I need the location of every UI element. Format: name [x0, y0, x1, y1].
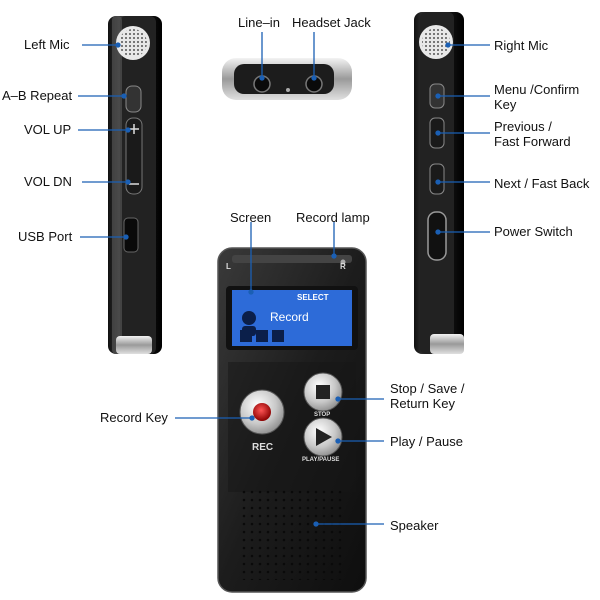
left-side-device — [108, 16, 162, 354]
left-marker: L — [226, 262, 231, 271]
rec-button-label: REC — [252, 442, 274, 453]
top-view-device — [222, 58, 352, 100]
screen-mode-text: Record — [270, 310, 309, 324]
right-marker: R — [340, 262, 346, 271]
label-return-key: Return Key — [390, 396, 456, 411]
stop-button-label: STOP — [314, 412, 331, 418]
label-stop-save: Stop / Save / — [390, 381, 465, 396]
label-vol-dn: VOL DN — [24, 174, 72, 189]
label-vol-up: VOL UP — [24, 122, 72, 137]
label-menu-confirm: Menu /Confirm — [494, 82, 580, 97]
label-previous: Previous / — [494, 119, 552, 134]
label-menu-key: Key — [494, 97, 517, 112]
label-record-lamp: Record lamp — [296, 210, 370, 225]
label-left-mic: Left Mic — [24, 37, 70, 52]
front-device — [217, 247, 367, 593]
label-headset-jack: Headset Jack — [292, 15, 371, 30]
label-speaker: Speaker — [390, 518, 439, 533]
play-button-label: PLAY/PAUSE — [302, 457, 340, 463]
label-power-switch: Power Switch — [494, 224, 573, 239]
label-right-mic: Right Mic — [494, 38, 549, 53]
label-ab-repeat: A–B Repeat — [2, 88, 73, 103]
callout-lines — [78, 32, 490, 527]
label-line-in: Line–in — [238, 15, 280, 30]
label-record-key: Record Key — [100, 410, 168, 425]
label-play-pause: Play / Pause — [390, 434, 463, 449]
screen-select-text: SELECT — [297, 293, 329, 302]
label-fast-forward: Fast Forward — [494, 134, 571, 149]
label-screen: Screen — [230, 210, 272, 225]
label-next-fast-back: Next / Fast Back — [494, 176, 590, 191]
label-usb-port: USB Port — [18, 229, 73, 244]
